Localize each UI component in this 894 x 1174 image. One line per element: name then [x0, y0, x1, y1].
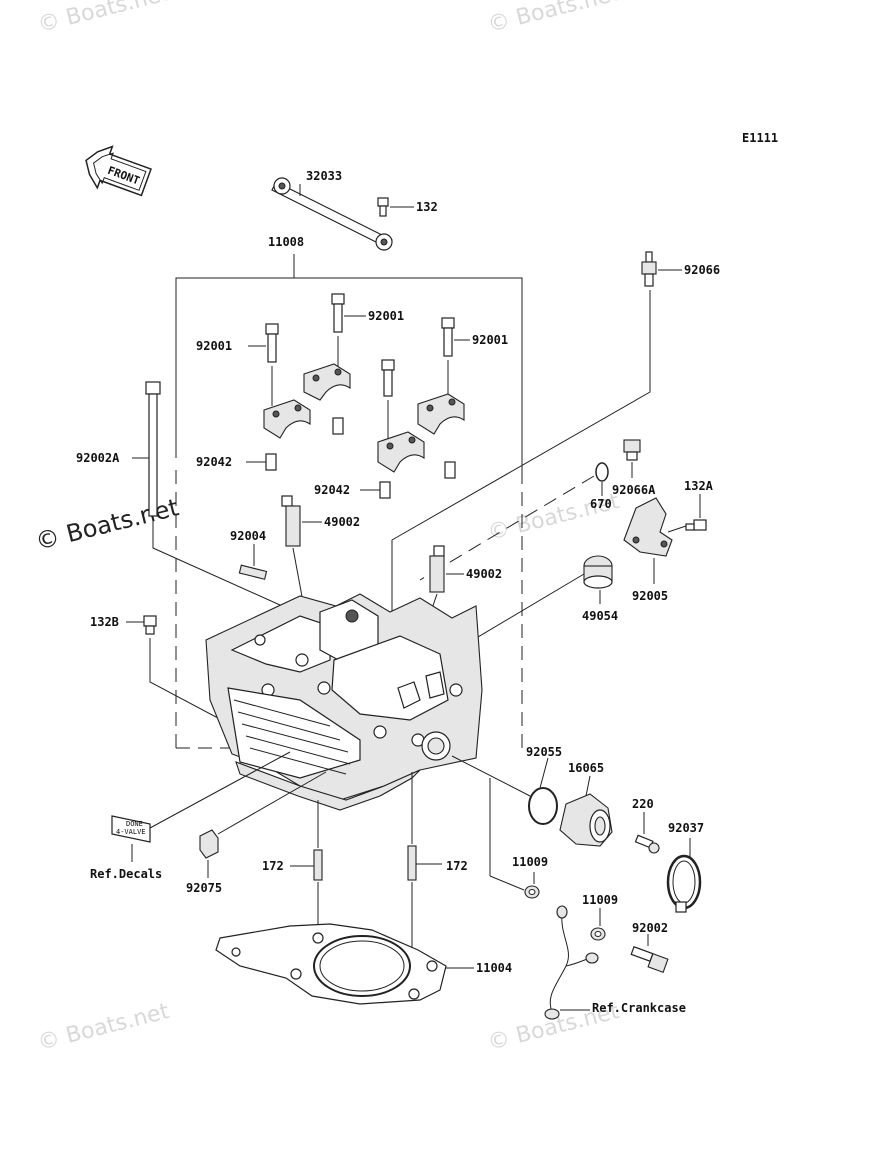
- bolt-92001-left: [248, 323, 279, 406]
- screw-220: [634, 812, 660, 854]
- dowel-pins-92042: [246, 417, 456, 499]
- frame-11008: [175, 254, 523, 749]
- watermark-prominent: © Boats.net: [33, 493, 182, 556]
- holder-16065: [559, 775, 613, 847]
- label-92002A: 92002A: [76, 451, 120, 465]
- label-92042-left: 92042: [196, 455, 232, 469]
- label-11009-right: 11009: [582, 893, 618, 907]
- cam-cap-upper-left: [303, 363, 351, 401]
- label-11008: 11008: [268, 235, 304, 249]
- o-ring-92055: [451, 755, 558, 825]
- bolt-92002: [630, 934, 669, 974]
- cam-cap-upper-right: [417, 393, 465, 435]
- cap-49054: [445, 555, 613, 657]
- decal-line-1: DONE: [126, 820, 143, 828]
- washer-11009-right: [590, 908, 606, 941]
- label-49002-right: 49002: [466, 567, 502, 581]
- bolt-132A: [667, 494, 707, 533]
- bolt-132: [377, 197, 414, 217]
- stud-92004: [238, 544, 268, 580]
- label-92042-mid: 92042: [314, 483, 350, 497]
- bolt-92001-right: [441, 317, 470, 400]
- gasket-11004: [215, 923, 474, 1005]
- bracket-32033: [271, 177, 393, 251]
- label-172-left: 172: [262, 859, 284, 873]
- label-92066: 92066: [684, 263, 720, 277]
- diagram-code: E1111: [742, 131, 778, 145]
- label-92037: 92037: [668, 821, 704, 835]
- label-16065: 16065: [568, 761, 604, 775]
- label-ref-decals: Ref.Decals: [90, 867, 162, 881]
- watermark-top-left: © Boats.net: [35, 0, 172, 38]
- label-92055: 92055: [526, 745, 562, 759]
- label-92004: 92004: [230, 529, 266, 543]
- label-670: 670: [590, 497, 612, 511]
- cam-cap-lower-center: [377, 431, 425, 473]
- bolt-92002A: [132, 381, 301, 615]
- washer-11009-left: [489, 778, 540, 899]
- label-220: 220: [632, 797, 654, 811]
- cylinder-head-11008: [205, 593, 483, 811]
- label-11009-left: 11009: [512, 855, 548, 869]
- decal-line-2: 4-VALVE: [116, 828, 146, 836]
- bolt-92001-top: [331, 293, 366, 376]
- label-92066A: 92066A: [612, 483, 656, 497]
- label-ref-crankcase: Ref.Crankcase: [592, 1001, 686, 1015]
- clamp-92037: [666, 838, 702, 913]
- label-92001-top: 92001: [368, 309, 404, 323]
- label-32033: 32033: [306, 169, 342, 183]
- decal-sticker: DONE 4-VALVE: [111, 751, 291, 862]
- label-11004: 11004: [476, 961, 512, 975]
- label-132B: 132B: [90, 615, 119, 629]
- label-172-right: 172: [446, 859, 468, 873]
- label-92075: 92075: [186, 881, 222, 895]
- bolt-132B: [126, 615, 249, 735]
- watermark-bottom-left: © Boats.net: [35, 999, 172, 1056]
- plug-92066A: [623, 439, 641, 478]
- label-49054: 49054: [582, 609, 618, 623]
- watermark-top-right: © Boats.net: [485, 0, 622, 38]
- ground-cable: [544, 905, 599, 1020]
- label-92001-left: 92001: [196, 339, 232, 353]
- o-ring-670: [419, 462, 609, 581]
- plug-92075: [199, 771, 327, 878]
- housing-92005: [623, 497, 673, 584]
- label-132A: 132A: [684, 479, 714, 493]
- front-arrow-icon: FRONT: [85, 145, 152, 197]
- label-49002-left: 49002: [324, 515, 360, 529]
- cam-cap-lower-left: [263, 399, 311, 439]
- label-92002: 92002: [632, 921, 668, 935]
- bolt-92001-center: [381, 359, 395, 440]
- label-92001-right: 92001: [472, 333, 508, 347]
- label-132: 132: [416, 200, 438, 214]
- label-92005: 92005: [632, 589, 668, 603]
